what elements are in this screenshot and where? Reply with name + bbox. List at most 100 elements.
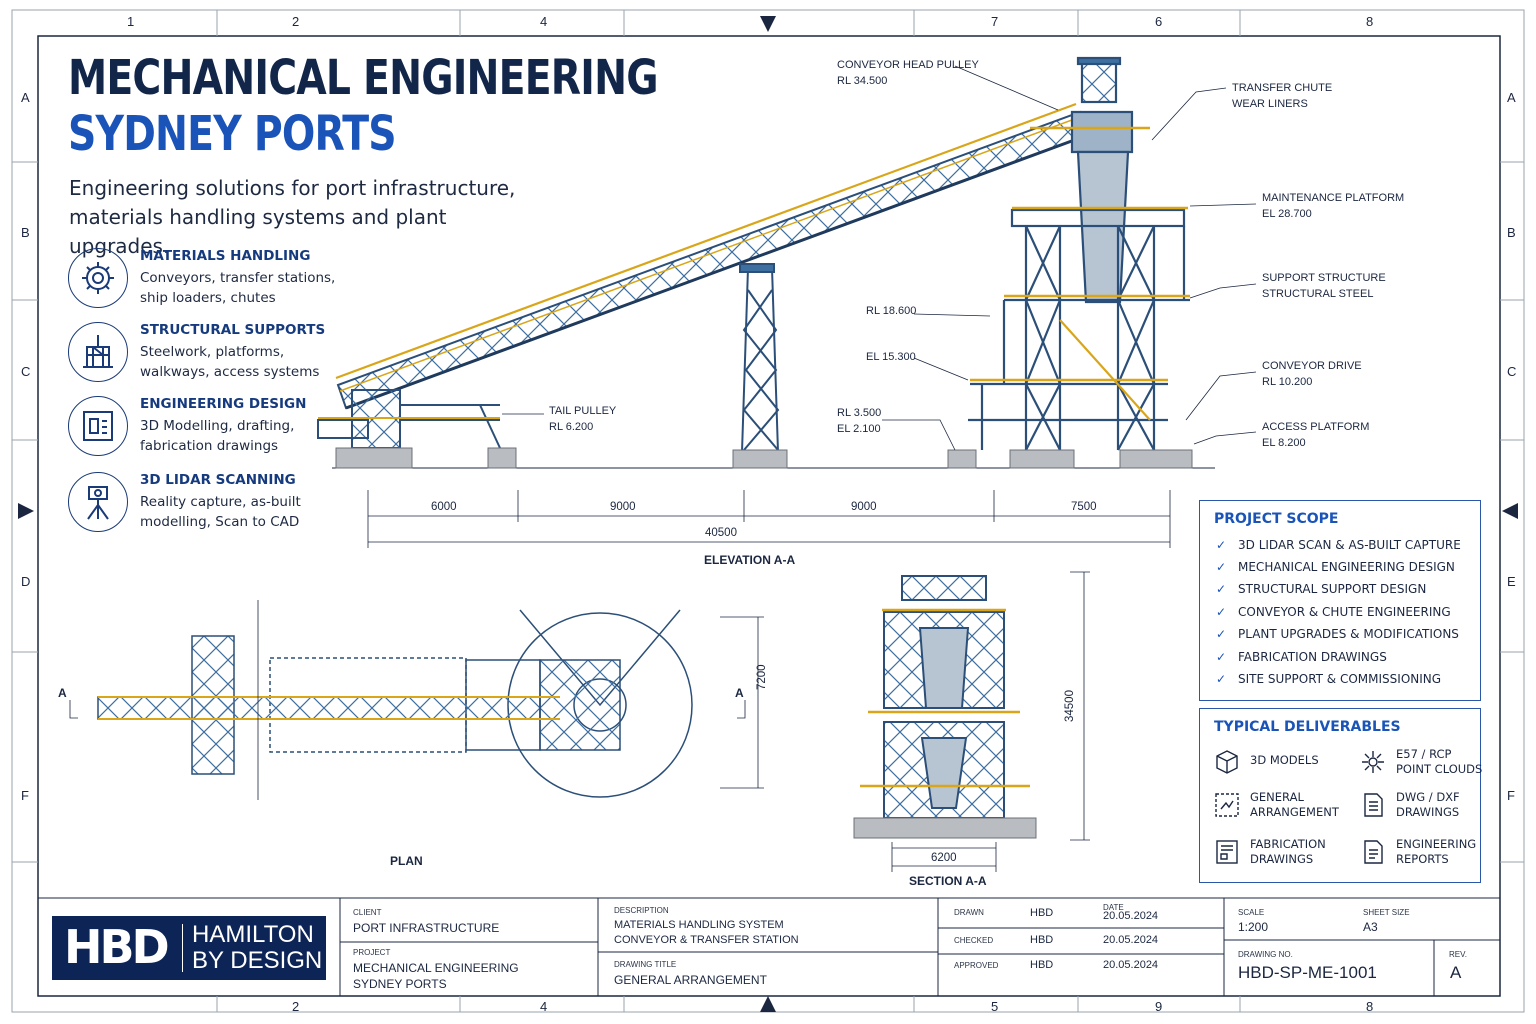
note-rl-18600: RL 18.600 — [866, 305, 917, 317]
scope-item: ✓MECHANICAL ENGINEERING DESIGN — [1216, 560, 1455, 574]
check-icon: ✓ — [1216, 650, 1227, 664]
deliverable-item: DWG / DXF DRAWINGS — [1360, 790, 1490, 830]
project-value: MECHANICAL ENGINEERING SYDNEY PORTS — [353, 961, 519, 991]
drawing-title-label: DRAWING TITLE — [614, 960, 677, 969]
date-label: DATE — [1103, 903, 1124, 912]
grid-row-c: C — [21, 364, 31, 379]
description-value: MATERIALS HANDLING SYSTEM CONVEYOR & TRA… — [614, 919, 799, 946]
grid-row-f: F — [21, 788, 29, 803]
drawing-no-value: HBD-SP-ME-1001 — [1238, 963, 1377, 982]
approved-label: APPROVED — [954, 961, 999, 970]
date-approved: 20.05.2024 — [1103, 959, 1159, 971]
note-support-structure: SUPPORT STRUCTURE STRUCTURAL STEEL — [1262, 272, 1386, 300]
check-icon: ✓ — [1216, 538, 1227, 552]
drawn-label: DRAWN — [954, 908, 984, 917]
scope-item: ✓FABRICATION DRAWINGS — [1216, 650, 1387, 664]
project-scope-panel: PROJECT SCOPE ✓3D LIDAR SCAN & AS-BUILT … — [1199, 500, 1481, 701]
grid-row-d: D — [21, 574, 31, 589]
service-description: 3D Modelling, drafting, fabrication draw… — [140, 418, 295, 454]
dimension-total: 40500 — [705, 527, 737, 539]
scope-item: ✓CONVEYOR & CHUTE ENGINEERING — [1216, 605, 1451, 619]
service-title: 3D LIDAR SCANNING — [140, 472, 296, 488]
note-maintenance-platform: MAINTENANCE PLATFORM EL 28.700 — [1262, 192, 1405, 220]
drawing-title-value: GENERAL ARRANGEMENT — [614, 973, 767, 987]
grid-row-right-b: B — [1507, 225, 1516, 240]
note-head-pulley: CONVEYOR HEAD PULLEY RL 34.500 — [837, 59, 979, 87]
grid-col-bottom-8: 8 — [1366, 999, 1374, 1014]
service-structural-supports: STRUCTURAL SUPPORTS Steelwork, platforms… — [68, 322, 338, 384]
client-value: PORT INFRASTRUCTURE — [353, 921, 500, 935]
grid-row-a: A — [21, 90, 30, 105]
view-caption-section: SECTION A-A — [909, 874, 987, 888]
rev-label: REV. — [1449, 950, 1467, 959]
scope-item: ✓3D LIDAR SCAN & AS-BUILT CAPTURE — [1216, 538, 1461, 552]
scope-item: ✓PLANT UPGRADES & MODIFICATIONS — [1216, 627, 1459, 641]
sheet-size-value: A3 — [1363, 920, 1378, 934]
service-engineering-design: ENGINEERING DESIGN 3D Modelling, draftin… — [68, 396, 338, 458]
service-title: ENGINEERING DESIGN — [140, 396, 307, 412]
note-rl-3500: RL 3.500 EL 2.100 — [837, 407, 882, 435]
dimension-9000-b: 9000 — [851, 501, 877, 513]
deliverable-item: FABRICATION DRAWINGS — [1214, 837, 1344, 877]
grid-col-7: 7 — [991, 14, 999, 29]
grid-col-6: 6 — [1155, 14, 1163, 29]
point-cloud-icon — [1362, 751, 1384, 773]
view-caption-elevation: ELEVATION A-A — [704, 553, 796, 567]
service-lidar-scanning: 3D LIDAR SCANNING Reality capture, as-bu… — [68, 472, 338, 534]
note-transfer-chute: TRANSFER CHUTE WEAR LINERS — [1232, 82, 1333, 110]
project-scope-title: PROJECT SCOPE — [1214, 511, 1339, 527]
project-label: PROJECT — [353, 948, 391, 957]
checked-value: HBD — [1030, 934, 1054, 946]
deliverables-panel: TYPICAL DELIVERABLES 3D MODELS E57 / RCP… — [1199, 708, 1482, 883]
dimension-7500: 7500 — [1071, 501, 1097, 513]
grid-col-bottom-4: 4 — [540, 999, 548, 1014]
check-icon: ✓ — [1216, 582, 1227, 596]
gear-icon — [68, 248, 128, 308]
logo-text-2: BY DESIGN — [192, 947, 323, 974]
deliverable-item: GENERAL ARRANGEMENT — [1214, 790, 1344, 830]
description-label: DESCRIPTION — [614, 906, 669, 915]
service-description: Reality capture, as-built modelling, Sca… — [140, 494, 301, 530]
check-icon: ✓ — [1216, 627, 1227, 641]
drawing-no-label: DRAWING No. — [1238, 950, 1293, 959]
check-icon: ✓ — [1216, 560, 1227, 574]
rev-value: A — [1450, 963, 1462, 982]
dimension-6200: 6200 — [931, 852, 957, 864]
scale-value: 1:200 — [1238, 920, 1269, 934]
note-el-15300: EL 15.300 — [866, 351, 916, 363]
dimension-9000-a: 9000 — [610, 501, 636, 513]
fabrication-icon — [1216, 840, 1238, 864]
note-tail-pulley: TAIL PULLEY RL 6.200 — [549, 405, 617, 433]
page-subtitle: Engineering solutions for port infrastru… — [69, 176, 516, 258]
dimension-6000: 6000 — [431, 501, 457, 513]
conveyor-gallery — [335, 102, 1090, 410]
grid-row-right-e: E — [1507, 574, 1516, 589]
service-title: MATERIALS HANDLING — [140, 248, 311, 264]
deliverable-item: 3D MODELS — [1214, 747, 1344, 787]
deliverable-item: ENGINEERING REPORTS — [1360, 837, 1490, 877]
sheet-size-label: SHEET SIZE — [1363, 908, 1410, 917]
scope-item: ✓SITE SUPPORT & COMMISSIONING — [1216, 672, 1442, 686]
deliverable-item: E57 / RCP POINT CLOUDS — [1360, 747, 1490, 787]
date-drawn: 20.05.2024 — [1103, 910, 1159, 922]
grid-col-4: 4 — [540, 14, 548, 29]
structure-icon — [68, 322, 128, 382]
grid-col-8: 8 — [1366, 14, 1374, 29]
grid-row-right-f: F — [1507, 788, 1515, 803]
logo-mark: HBD — [64, 920, 170, 974]
deliverables-title: TYPICAL DELIVERABLES — [1214, 719, 1401, 735]
cube-icon — [1216, 750, 1238, 774]
service-description: Steelwork, platforms, walkways, access s… — [140, 344, 320, 380]
grid-row-b: B — [21, 225, 30, 240]
page-title-line-2: SYDNEY PORTS — [68, 106, 397, 162]
document-icon — [1364, 793, 1383, 817]
grid-col-1: 1 — [127, 14, 135, 29]
check-icon: ✓ — [1216, 605, 1227, 619]
page-title-line-1: MECHANICAL ENGINEERING — [68, 50, 659, 106]
company-logo: HBD HAMILTON BY DESIGN — [52, 916, 326, 980]
approved-value: HBD — [1030, 959, 1054, 971]
grid-row-right-a: A — [1507, 90, 1516, 105]
